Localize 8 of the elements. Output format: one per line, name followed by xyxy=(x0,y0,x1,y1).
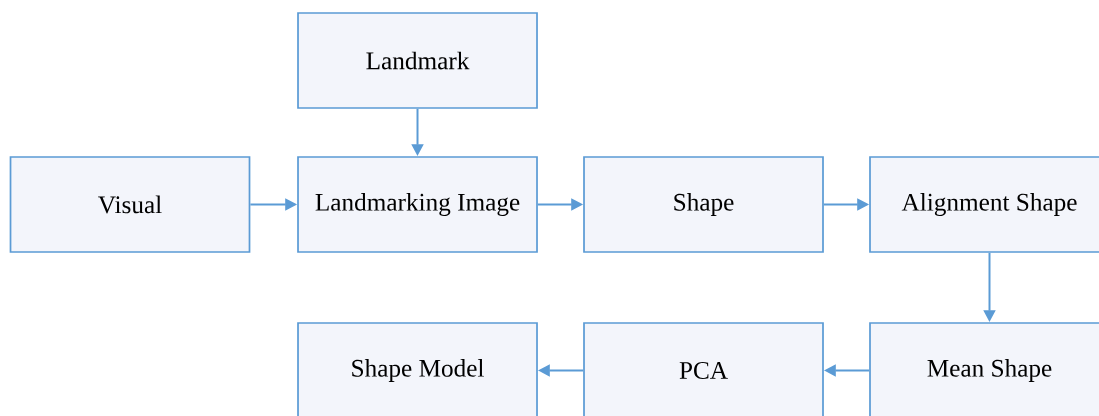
process-box: PCA xyxy=(583,322,824,416)
process-box: Alignment Shape xyxy=(869,156,1099,253)
process-box: Shape Model xyxy=(297,322,538,416)
process-box: Mean Shape xyxy=(869,322,1099,416)
process-box: Landmarking Image xyxy=(297,156,538,253)
process-box: Shape xyxy=(583,156,824,253)
process-box: Landmark xyxy=(297,12,538,109)
process-box: Visual xyxy=(9,156,251,253)
